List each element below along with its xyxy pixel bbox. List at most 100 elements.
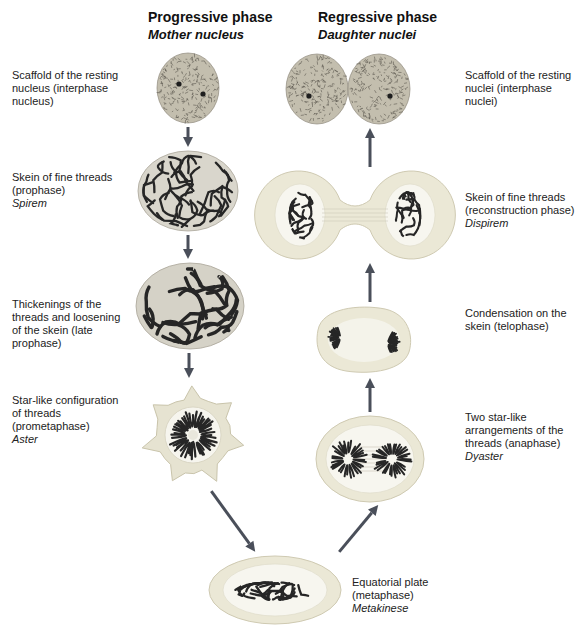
chromatin-grain (176, 108, 177, 110)
chromatin-grain (357, 84, 360, 85)
chromatin-grain (322, 74, 324, 77)
chromosome-loop (200, 425, 211, 432)
chromatin-grain (342, 83, 344, 84)
chromatin-grain (178, 98, 181, 100)
chromatin-grain (211, 93, 212, 96)
chromatin-grain (191, 110, 192, 112)
chromatin-grain (366, 116, 367, 118)
chromatin-thread (205, 299, 236, 328)
chromatin-grain (204, 107, 206, 109)
chromatin-grain (405, 87, 408, 89)
chromatin-grain (189, 112, 192, 114)
chromatin-grain (198, 58, 200, 61)
chromatin-grain (193, 80, 195, 82)
chromatin-grain (308, 104, 309, 106)
stage-description: Condensation on the skein (telophase) (465, 307, 577, 333)
stage-label: Equatorial plate (metaphase)Metakinese (352, 576, 460, 615)
chromatin-grain (380, 57, 382, 59)
chromatin-thread (144, 309, 153, 327)
chromatin-grain (201, 98, 202, 102)
chromatin-grain (337, 73, 341, 75)
chromatin-grain (322, 109, 324, 111)
chromatin-grain (173, 90, 175, 92)
chromatin-grain (375, 90, 377, 93)
flow-arrow (339, 505, 378, 552)
chromatin-grain (183, 76, 185, 78)
chromatin-grain (183, 62, 186, 64)
chromatin-grain (333, 96, 335, 98)
chromatin-grain (391, 61, 392, 64)
chromatin-grain (189, 71, 191, 75)
chromatin-grain (316, 92, 320, 93)
chromatin-grain (322, 79, 324, 82)
chromatin-grain (374, 60, 375, 63)
chromatin-grain (207, 89, 210, 91)
chromatin-grain (322, 65, 324, 68)
stage-term: Metakinese (352, 602, 460, 615)
chromatin-grain (163, 107, 165, 109)
stage-description: Equatorial plate (metaphase) (352, 576, 460, 602)
chromatin-thread (176, 196, 190, 220)
chromatin-grain (171, 61, 172, 64)
arrow-shaft (211, 491, 249, 544)
chromatin-grain (397, 109, 398, 110)
chromatin-grain (365, 87, 367, 90)
chromatin-thread (400, 218, 415, 231)
chromatin-grain (312, 80, 314, 83)
chromatin-grain (190, 81, 192, 82)
chromatin-grain (321, 65, 323, 68)
chromatin-grain (204, 115, 206, 116)
chromatin-grain (327, 92, 329, 96)
chromatin-grain (305, 101, 309, 102)
chromatin-grain (332, 101, 335, 102)
arrow-shaft (369, 273, 372, 302)
chromatin-grain (200, 109, 202, 111)
resting-nucleus (286, 54, 348, 124)
chromatin-thread (165, 184, 193, 199)
chromatin-grain (327, 69, 329, 71)
chromatin-grain (208, 94, 210, 98)
chromatin-grain (173, 87, 177, 88)
chromatin-grain (394, 93, 396, 96)
chromatin-grain (343, 91, 345, 93)
chromosome-loop (389, 345, 396, 352)
arrow-shaft (188, 353, 191, 368)
chromatin-grain (387, 66, 390, 69)
chromatin-grain (307, 84, 309, 87)
chromatin-grain (296, 74, 300, 75)
chromatin-grain (354, 89, 356, 90)
chromatin-grain (203, 113, 205, 114)
chromatin-grain (317, 118, 320, 119)
chromatin-grain (192, 84, 194, 86)
chromatin-grain (352, 93, 354, 95)
chromatin-grain (302, 86, 305, 88)
chromatin-grain (288, 92, 291, 93)
chromatin-grain (192, 92, 194, 95)
stage-label: Condensation on the skein (telophase) (465, 307, 577, 333)
chromatin-thread (240, 583, 264, 592)
chromatin-grain (394, 73, 396, 75)
chromatin-grain (317, 57, 319, 60)
chromatin-thread (144, 182, 154, 203)
chromatin-grain (403, 93, 404, 95)
stage-label: Scaffold of the resting nucleus (interph… (12, 69, 130, 108)
mitosis-stage: Skein of fine threads (reconstruction ph… (254, 171, 456, 259)
resting-nucleus (157, 53, 219, 123)
chromatin-grain (314, 69, 315, 71)
chromatin-grain (195, 74, 197, 75)
chromatin-grain (182, 86, 184, 87)
chromatin-grain (396, 70, 398, 72)
chromatin-grain (331, 84, 333, 86)
chromatin-grain (375, 117, 377, 120)
chromatin-grain (170, 103, 172, 106)
chromatin-grain (331, 107, 333, 111)
chromatin-grain (396, 75, 398, 78)
chromatin-grain (356, 80, 359, 83)
chromatin-grain (172, 111, 173, 113)
chromatin-grain (175, 86, 177, 89)
chromatin-grain (358, 109, 360, 112)
chromatin-grain (381, 115, 382, 117)
chromatin-grain (188, 102, 190, 105)
column-heading: Regressive phase (318, 9, 437, 25)
chromatin-grain (193, 105, 197, 106)
